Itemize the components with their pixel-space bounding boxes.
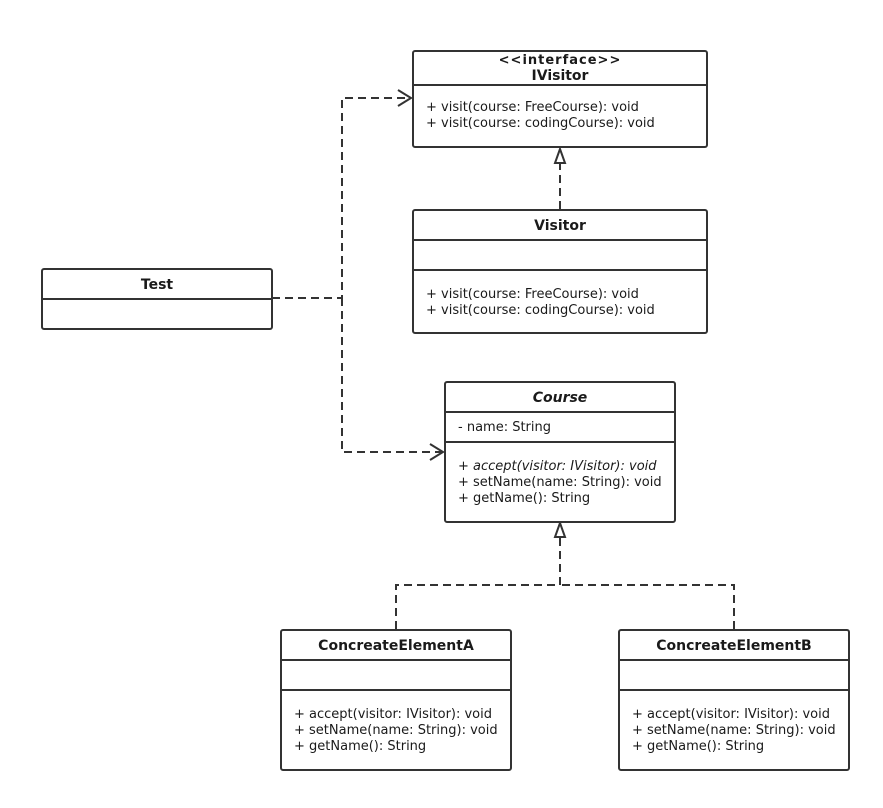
ivisitor-method: + visit(course: FreeCourse): void: [426, 100, 639, 115]
visitor-class-box[interactable]: Visitor + visit(course: FreeCourse): voi…: [412, 209, 708, 334]
elementa-method: + getName(): String: [294, 739, 427, 754]
visitor-method: + visit(course: codingCourse): void: [426, 303, 655, 318]
elementb-class-box[interactable]: ConcreateElementB + accept(visitor: IVis…: [618, 629, 850, 771]
ivisitor-stereotype: <<interface>>: [498, 53, 622, 68]
ivisitor-name: IVisitor: [531, 68, 589, 84]
visitor-method: + visit(course: FreeCourse): void: [426, 287, 639, 302]
hollow-triangle-course: [553, 520, 567, 538]
elementa-attributes-section: [282, 659, 510, 661]
elementb-name: ConcreateElementB: [656, 638, 812, 654]
test-class-box[interactable]: Test: [41, 268, 273, 330]
test-body-section: [43, 298, 271, 300]
dependency-test-ivisitor: [272, 97, 410, 299]
course-class-box[interactable]: Course - name: String + accept(visitor: …: [444, 381, 676, 523]
course-attributes-section: [446, 411, 674, 413]
open-arrowhead-ivisitor: [397, 89, 413, 107]
elementa-name: ConcreateElementA: [318, 638, 474, 654]
elementb-methods-section: [620, 689, 848, 691]
elementa-class-box[interactable]: ConcreateElementA + accept(visitor: IVis…: [280, 629, 512, 771]
course-method-abstract: + accept(visitor: IVisitor): void: [458, 459, 657, 474]
elementb-method: + getName(): String: [632, 739, 765, 754]
course-method: + setName(name: String): void: [458, 475, 662, 490]
realization-elementa-course: [395, 537, 561, 629]
course-attribute: - name: String: [458, 420, 551, 435]
elementb-method: + setName(name: String): void: [632, 723, 836, 738]
elementb-attributes-section: [620, 659, 848, 661]
realization-elementb-course: [560, 584, 735, 629]
elementa-method: + setName(name: String): void: [294, 723, 498, 738]
ivisitor-methods-section: [414, 84, 706, 86]
elementa-method: + accept(visitor: IVisitor): void: [294, 707, 493, 722]
ivisitor-class-box[interactable]: <<interface>> IVisitor + visit(course: F…: [412, 50, 708, 148]
open-arrowhead-course: [429, 443, 445, 461]
visitor-name: Visitor: [534, 218, 586, 234]
elementa-methods-section: [282, 689, 510, 691]
visitor-methods-section: [414, 269, 706, 271]
test-name: Test: [140, 277, 174, 293]
hollow-triangle-ivisitor: [553, 146, 567, 164]
course-method: + getName(): String: [458, 491, 591, 506]
ivisitor-method: + visit(course: codingCourse): void: [426, 116, 655, 131]
course-name: Course: [532, 390, 588, 406]
visitor-attributes-section: [414, 239, 706, 241]
elementb-method: + accept(visitor: IVisitor): void: [632, 707, 831, 722]
course-methods-section: [446, 441, 674, 443]
